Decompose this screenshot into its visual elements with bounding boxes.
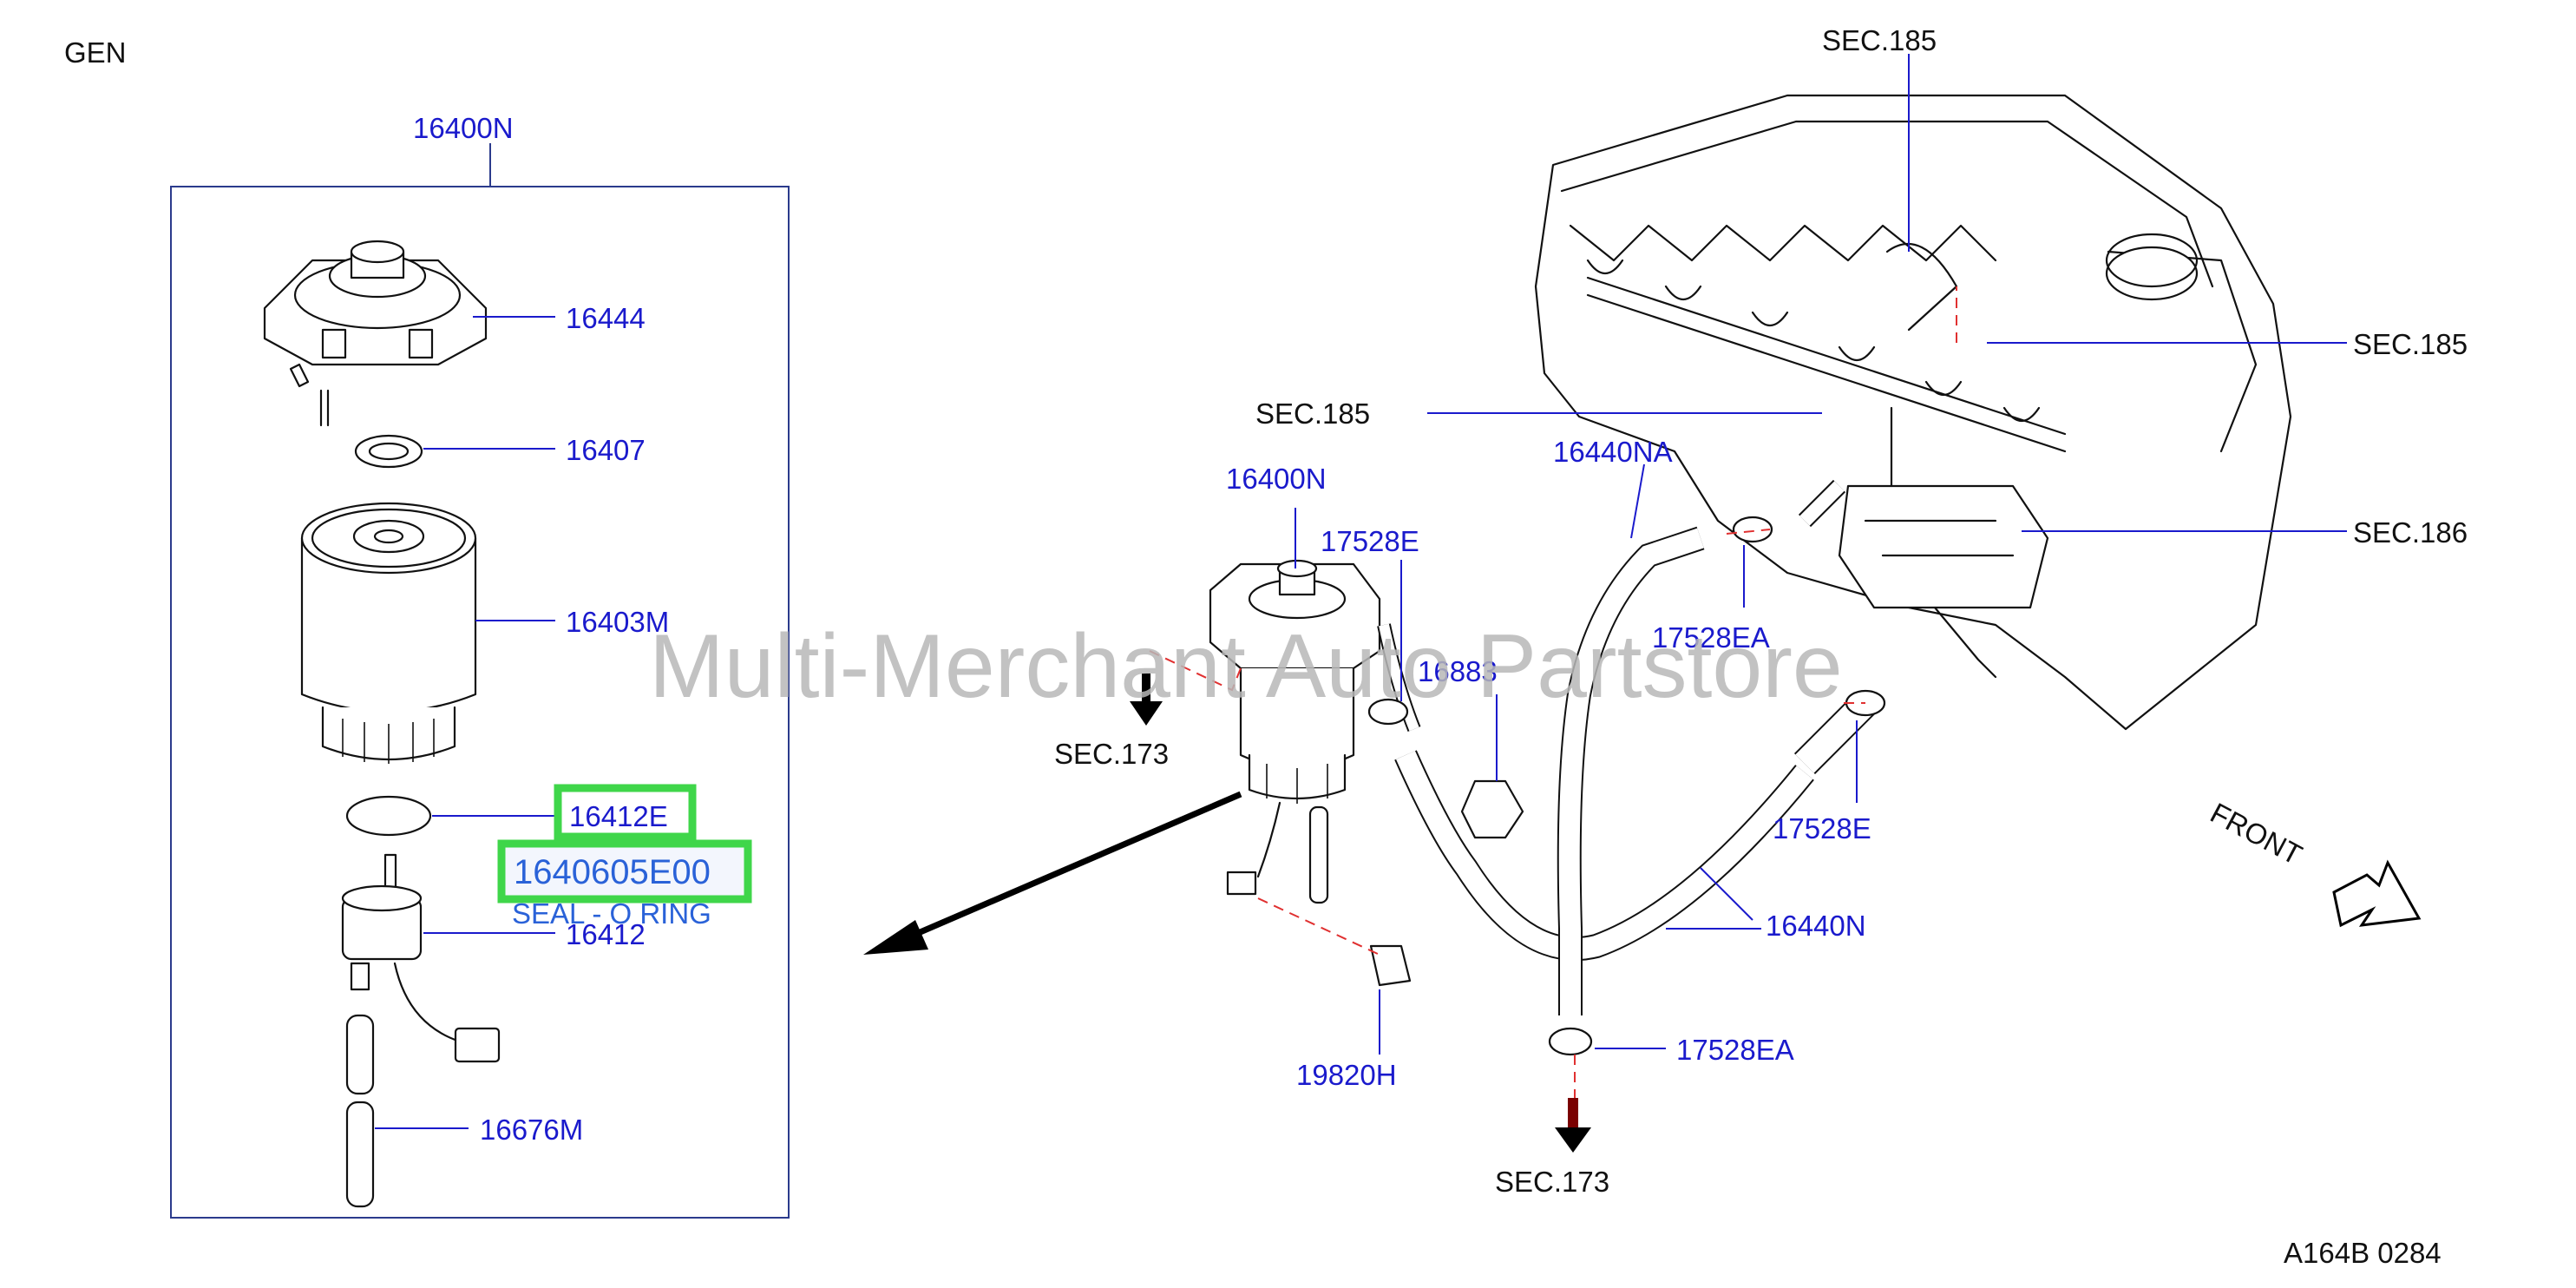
filter-head-drawing (263, 240, 488, 427)
dashed-connection-lines (1149, 286, 1957, 1102)
main-filter-assembly-drawing (1209, 559, 1381, 904)
hose-clamps-drawing (1367, 516, 1886, 1056)
label-clamp-ea-top: 17528EA (1652, 621, 1770, 654)
label-bracket: 16883 (1418, 655, 1498, 687)
part-label-16412e: 16412E (569, 800, 668, 832)
label-filter-assembly: 16400N (1226, 463, 1327, 495)
label-sec-173-bottom: SEC.173 (1495, 1166, 1609, 1198)
o-ring-drawing (345, 795, 432, 837)
hose-pieces-drawing (345, 1014, 375, 1208)
part-label-16676m: 16676M (480, 1114, 583, 1146)
highlight-description: SEAL - O RING (512, 897, 711, 930)
highlight-box-16412e (554, 784, 697, 841)
engine-drawing (1534, 94, 2292, 731)
front-direction-arrow (2332, 859, 2422, 928)
highlight-box-part-number (497, 839, 752, 904)
detail-box: 16400N 16444 16407 16403M 16412E 16412 1… (170, 112, 790, 1219)
down-arrow-sec173-left (1130, 674, 1163, 726)
watermark-text: Multi-Merchant Auto Partstore (649, 616, 1843, 717)
filter-element-drawing (300, 502, 477, 764)
label-clip: 19820H (1296, 1059, 1397, 1091)
assembly-label: 16400N (413, 112, 514, 144)
water-sensor-drawing (341, 853, 501, 1063)
label-hose-n: 16440N (1766, 910, 1866, 942)
down-arrow-sec173-bottom (1555, 1098, 1591, 1153)
front-label: FRONT (2206, 797, 2308, 871)
label-clamp-ea-bottom: 17528EA (1676, 1034, 1794, 1066)
group-label: GEN (64, 36, 127, 69)
label-clamp-e-left: 17528E (1321, 525, 1419, 557)
footer-code: A164B 0284 (2284, 1237, 2442, 1269)
label-sec-173-left: SEC.173 (1054, 738, 1169, 770)
label-sec-185-right: SEC.185 (2353, 328, 2468, 360)
label-clamp-e-right: 17528E (1773, 812, 1871, 844)
part-label-16444: 16444 (566, 302, 646, 334)
gasket-ring-drawing (354, 434, 423, 469)
main-leader-lines (1295, 54, 2347, 1055)
label-sec-185-left: SEC.185 (1255, 398, 1370, 430)
label-sec-185-top: SEC.185 (1822, 24, 1937, 56)
label-sec-186: SEC.186 (2353, 516, 2468, 549)
detail-pointer-arrow (863, 791, 1242, 955)
part-label-16403m: 16403M (566, 606, 669, 638)
label-hose-na: 16440NA (1553, 436, 1673, 468)
part-label-16412: 16412 (566, 918, 646, 950)
highlight-part-number: 1640605E00 (514, 853, 711, 891)
part-label-16407: 16407 (566, 434, 646, 466)
